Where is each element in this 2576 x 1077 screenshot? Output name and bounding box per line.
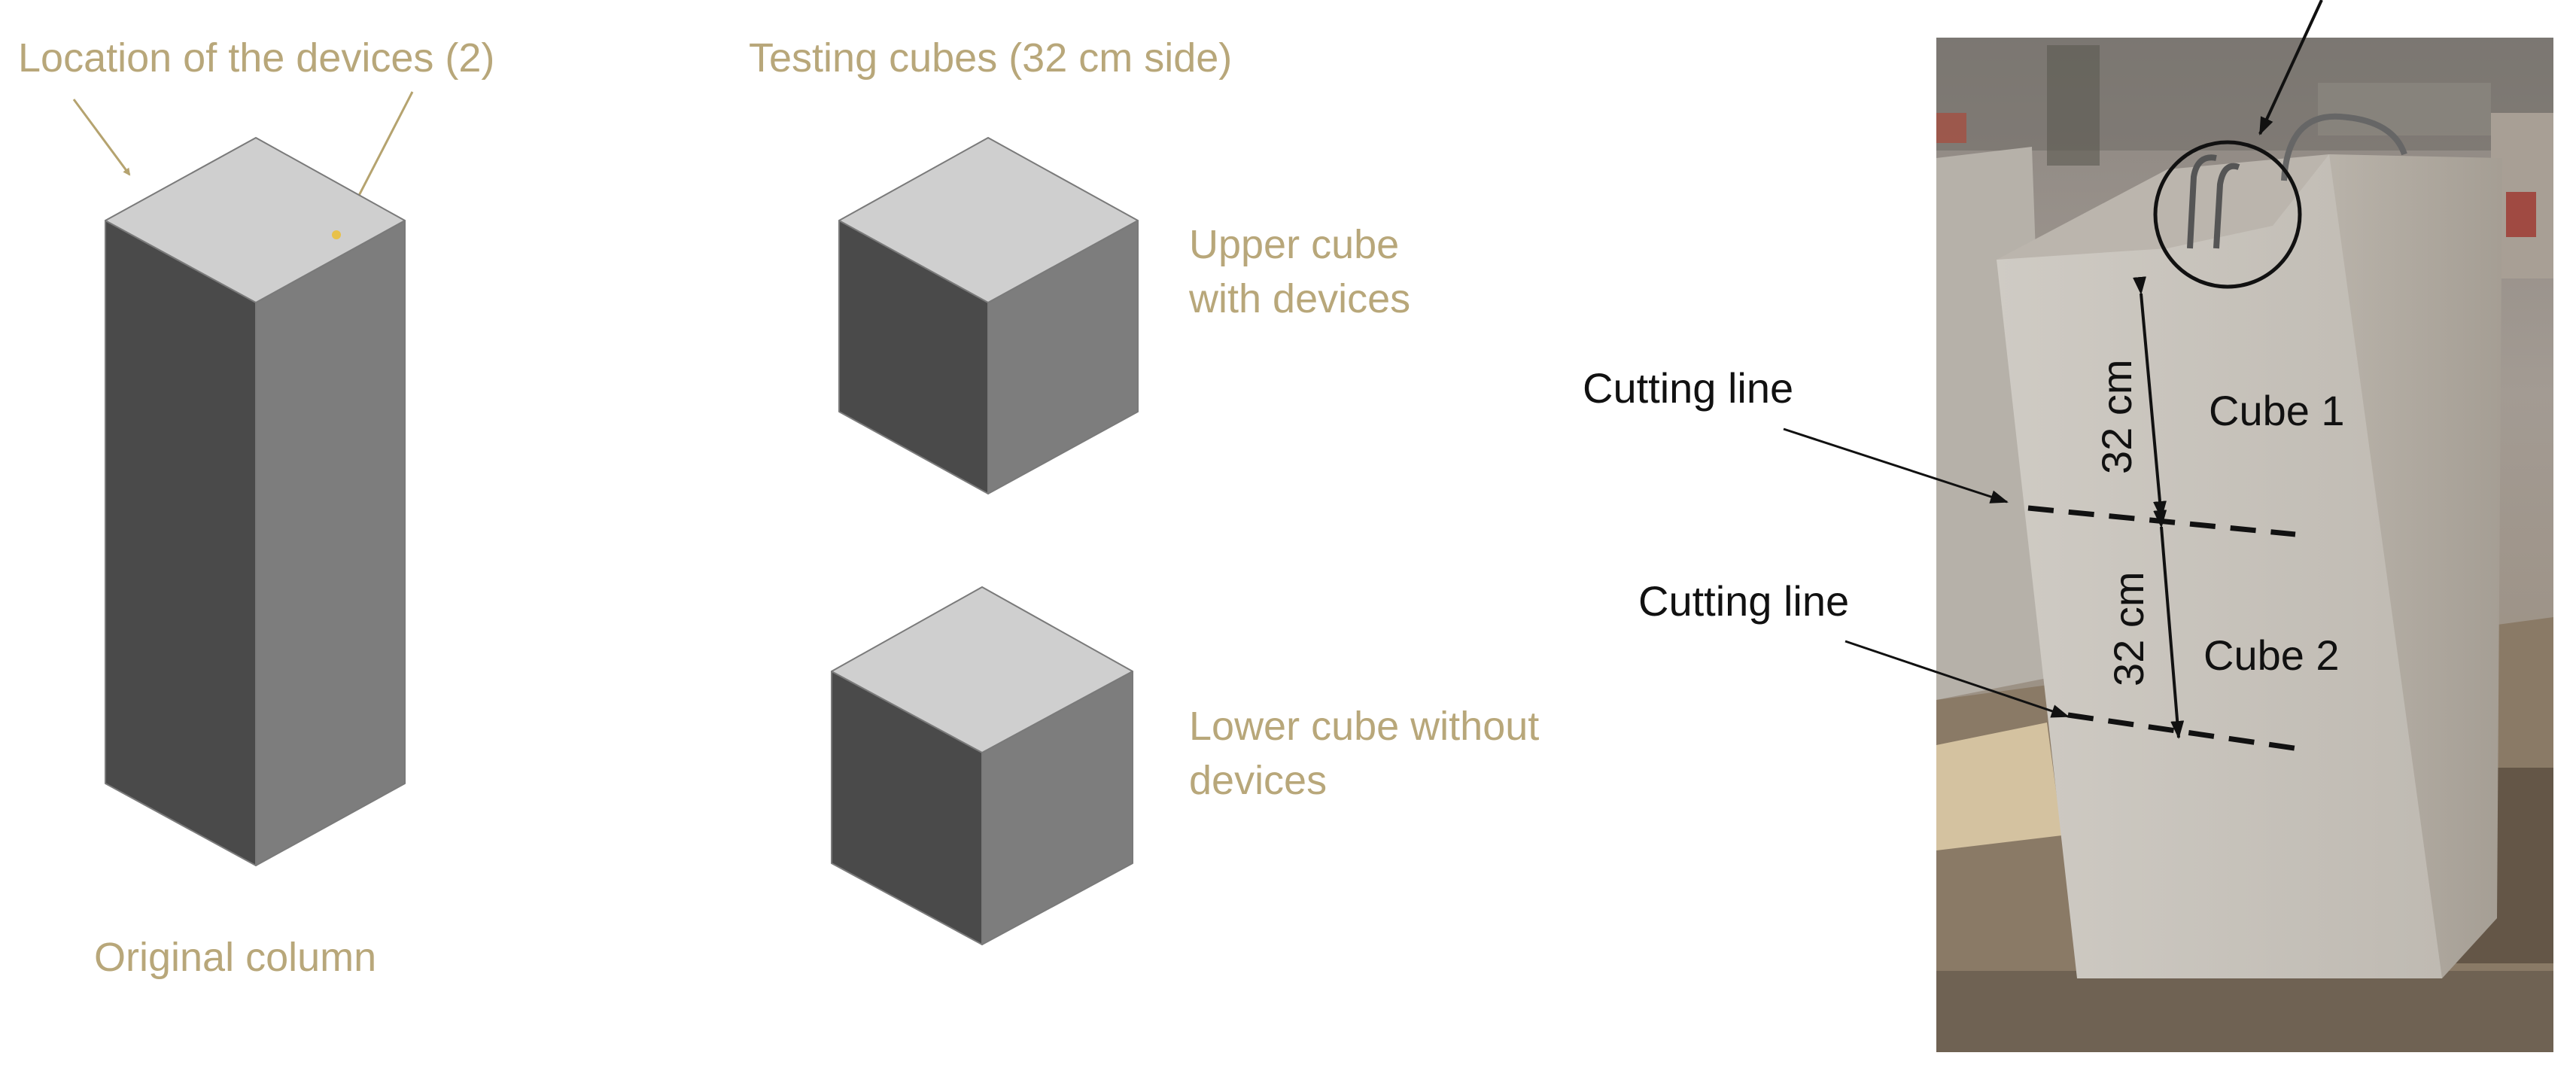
testing-cubes-label: Testing cubes (32 cm side) (749, 35, 1232, 81)
lower-cube (831, 586, 1133, 945)
cube-2-label: Cube 2 (2203, 631, 2340, 679)
column-right-face (255, 220, 406, 866)
block-top-face (1997, 154, 2329, 260)
column-left-face (105, 220, 257, 866)
upper-cube (838, 137, 1139, 494)
specimen-photo (1936, 0, 2553, 1052)
dimension-label-1: 32 cm (2093, 360, 2140, 475)
cutting-line-label-2: Cutting line (1638, 577, 1849, 625)
cutting-line-1-pointer (1783, 427, 2009, 504)
upper-cube-label-line2: with devices (1188, 276, 1410, 321)
cutting-line-label-1: Cutting line (1583, 364, 1793, 412)
lower-cube-label-line2: devices (1189, 758, 1327, 803)
original-column-label: Original column (94, 935, 376, 980)
cube-1-label: Cube 1 (2209, 387, 2345, 434)
devices-pointer-arrow (2258, 0, 2323, 135)
devices-location-label: Location of the devices (2) (18, 35, 494, 81)
upper-cube-label-line1: Upper cube (1189, 222, 1399, 267)
upper-cube-top-face (838, 137, 1139, 303)
devices-circle (2153, 140, 2302, 289)
lower-cube-label-line1: Lower cube without (1189, 704, 1539, 749)
column-top-face (105, 137, 406, 303)
block-front-face (1997, 154, 2442, 978)
dimension-label-2: 32 cm (2105, 572, 2152, 687)
devices-arrow-left (72, 99, 131, 176)
dimension-arrow-lower (2153, 510, 2185, 739)
device-dot (332, 230, 341, 239)
dimension-arrow-upper (2133, 276, 2167, 519)
cutting-line-2-pointer (1845, 640, 2070, 718)
lower-cube-top-face (831, 586, 1133, 753)
original-column (105, 137, 406, 866)
